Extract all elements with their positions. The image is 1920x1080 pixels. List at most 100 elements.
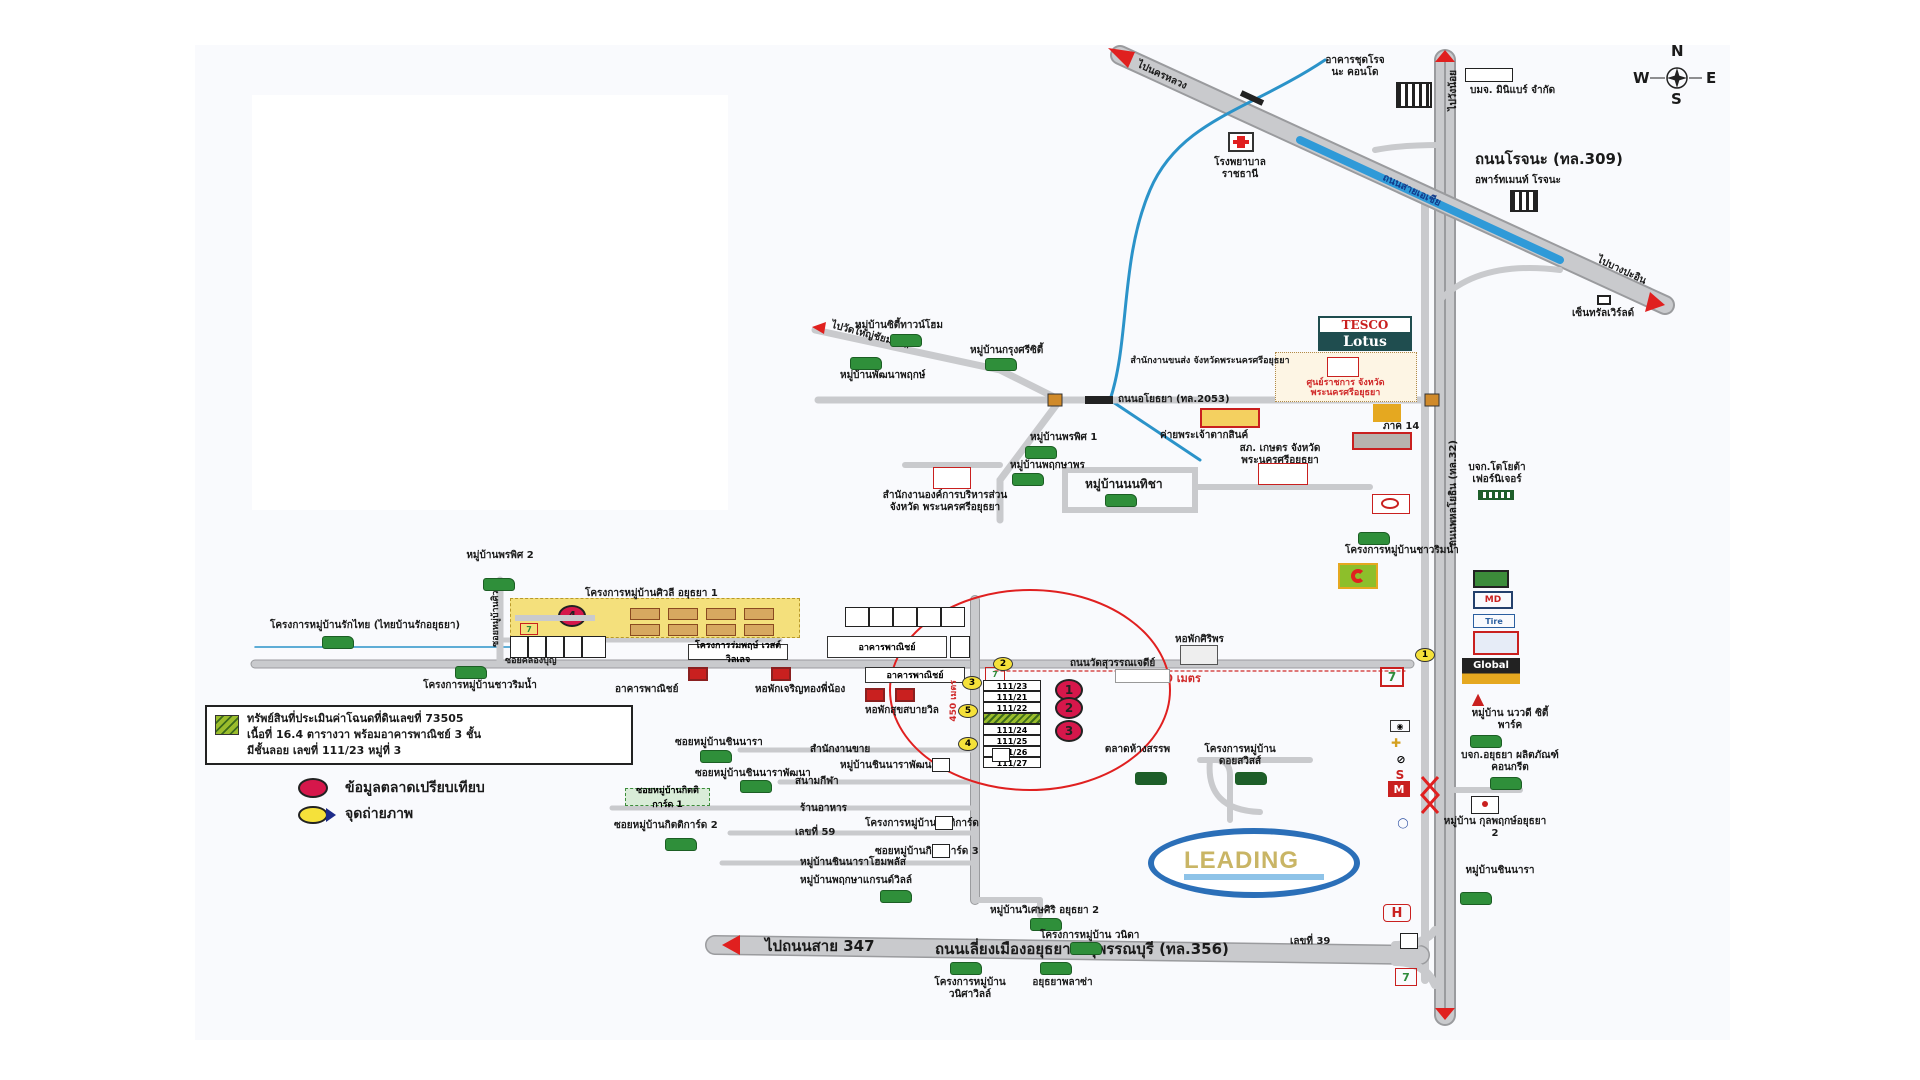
photo-point-3[interactable]: 3 (962, 676, 982, 690)
photo-point-1[interactable]: 1 (1415, 648, 1435, 662)
row-houses (510, 636, 620, 660)
legend-photo-arrow-icon (326, 808, 336, 822)
road-label-ayothaya: ถนนอโยธยา (ทล.2053) (1118, 394, 1230, 405)
place-condo-north: อาคารชุดโรจนะ คอนโด (1325, 55, 1385, 78)
shophouse (917, 607, 941, 627)
place-proj-townhouse: โครงการหมู่บ้านศิวลี อยุธยา 1 (585, 588, 718, 599)
place-land-transport-office: สำนักงานขนส่ง จังหวัดพระนครศรีอยุธยา (1130, 356, 1290, 366)
comparable-marker-3[interactable]: 3 (1055, 720, 1083, 742)
legend-photo-label: จุดถ่ายภาพ (345, 806, 414, 822)
compass-e: E (1706, 69, 1717, 87)
lot[interactable]: 111/24 (983, 724, 1041, 735)
arrow-west-small (812, 322, 826, 334)
photo-point-5[interactable]: 5 (958, 704, 978, 718)
traffic-light-icon (1047, 393, 1063, 407)
arrow-northwest (1108, 48, 1135, 68)
seven-eleven-icon: 7 (520, 623, 538, 635)
village-icon (1030, 918, 1062, 931)
place-restaurant: โครงการหมู่บ้านกิตติการ์ด (865, 818, 979, 829)
place-proj-wanida: โครงการหมู่บ้าน วนิศาวิลล์ (934, 977, 1006, 1000)
legend-subject-line-1: ทรัพย์สินที่ประเมินค่าโฉนดที่ดินเลขที่ 7… (247, 712, 464, 725)
nissan-logo-icon: ◉ (1390, 720, 1410, 732)
garuda-icon (933, 467, 971, 489)
road-label-rojana: ถนนโรจนะ (ทล.309) (1475, 150, 1623, 168)
dorm-icon (865, 688, 885, 702)
suzuki-logo-icon: S (1395, 768, 1405, 782)
md-logo-icon: MD (1473, 591, 1513, 609)
legend-subject-box: ทรัพย์สินที่ประเมินค่าโฉนดที่ดินเลขที่ 7… (205, 705, 633, 765)
subject-area-circle (889, 589, 1171, 791)
village-icon (1235, 772, 1267, 785)
legend-subject-line-3: มีชั้นลอย เลขที่ 111/23 หมู่ที่ 3 (247, 744, 402, 757)
row-house (528, 636, 546, 658)
village-icon (665, 838, 697, 851)
lot[interactable]: 111/26 (983, 746, 1041, 757)
legend-subject-text: ทรัพย์สินที่ประเมินค่าโฉนดที่ดินเลขที่ 7… (247, 711, 481, 759)
townhouse-icon (744, 608, 774, 620)
market-icon (1180, 645, 1218, 665)
arrow-southeast (1645, 292, 1665, 312)
garuda-icon (1327, 357, 1359, 377)
legend-comparable-label: ข้อมูลตลาดเปรียบเทียบ (345, 780, 485, 796)
lot[interactable]: 111/21 (983, 691, 1041, 702)
place-dorm3: หอพักสุขสบายวิล (865, 705, 939, 716)
shophouse-row-top (845, 607, 975, 629)
road-asia-highway-blue (1296, 136, 1564, 264)
townhouse-icon (744, 624, 774, 636)
place-rojana-apartment: อพาร์ทเมนท์ โรจนะ (1475, 175, 1561, 186)
place-v-phatthana: หมู่บ้านพัฒนาพฤกษ์ (840, 370, 926, 381)
village-icon (950, 962, 982, 975)
place-market: หอพักศิริพร (1175, 634, 1224, 645)
shophouse (941, 607, 965, 627)
subject-lot[interactable] (983, 713, 1041, 724)
place-soi-chinnaya-phatthana: สนามกีฬา (795, 776, 839, 787)
tire-shop-logo-icon: Tire (1473, 614, 1515, 628)
village-icon (985, 358, 1017, 371)
factory-icon (1478, 490, 1514, 500)
road-nonthi-loop (1062, 467, 1198, 513)
sales-office-icon (932, 758, 950, 772)
lot[interactable]: 111/23 (983, 680, 1041, 691)
photo-point-2[interactable]: 2 (993, 657, 1013, 671)
bank-icon (1471, 796, 1499, 814)
place-nonthi: หมู่บ้านนนทิชา (1085, 477, 1163, 491)
comparable-marker-1[interactable]: 1 (1055, 679, 1083, 701)
lot[interactable]: 111/27 (983, 757, 1041, 768)
place-soi-kitti1: ร้านอาหาร (800, 803, 848, 814)
place-v-chinnaya: ซอยหมู่บ้านชินนารา (675, 737, 763, 748)
road-label-soi-khlong: ซอยคลองบุญ (505, 656, 557, 666)
road-label-to-347: ไปถนนสาย 347 (765, 937, 875, 955)
townhouse-icons (630, 608, 780, 636)
garuda-icon (1258, 463, 1308, 485)
m-logo-icon: M (1388, 781, 1410, 797)
place-v-phatthana2: โครงการหมู่บ้านชาวริมน้ำ (1345, 545, 1459, 556)
shophouse (869, 607, 893, 627)
place-ne-office: เซ็นทรัลเวิร์ลด์ (1572, 308, 1635, 319)
mitsubishi-logo-icon: ▲ (1471, 688, 1485, 708)
place-soi-kitti2: เลขที่ 59 (795, 827, 836, 838)
photo-point-4[interactable]: 4 (958, 737, 978, 751)
comparable-marker-2[interactable]: 2 (1055, 697, 1083, 719)
lot[interactable]: 111/25 (983, 735, 1041, 746)
townhouse-icon (630, 608, 660, 620)
factory-icon (1465, 68, 1513, 82)
big-c-logo-icon (1338, 563, 1378, 589)
gauge-icon: ⊘ (1396, 752, 1406, 766)
bank-icon (1597, 295, 1611, 305)
compass-icon (1650, 67, 1702, 89)
shop-sign-icon (1115, 669, 1170, 683)
honda-wing-logo-icon (1473, 631, 1519, 655)
place-proj-tera: โครงการหมู่บ้าน ดอยสวิสส์ (1204, 744, 1276, 767)
village-icon (740, 780, 772, 793)
compass-rose: N S W E (1620, 42, 1720, 108)
legend-photo-icon (298, 806, 328, 824)
tesco-logo: TESCO (1318, 316, 1412, 334)
road-label-wat: ถนนวัดสุวรรณเจดีย์ (1070, 658, 1156, 669)
seven-eleven-icon: 7 (1395, 968, 1417, 986)
village-icon (1040, 962, 1072, 975)
row-house (546, 636, 564, 658)
dorm-icon (688, 667, 708, 681)
village-icon (455, 666, 487, 679)
lot[interactable]: 111/22 (983, 702, 1041, 713)
